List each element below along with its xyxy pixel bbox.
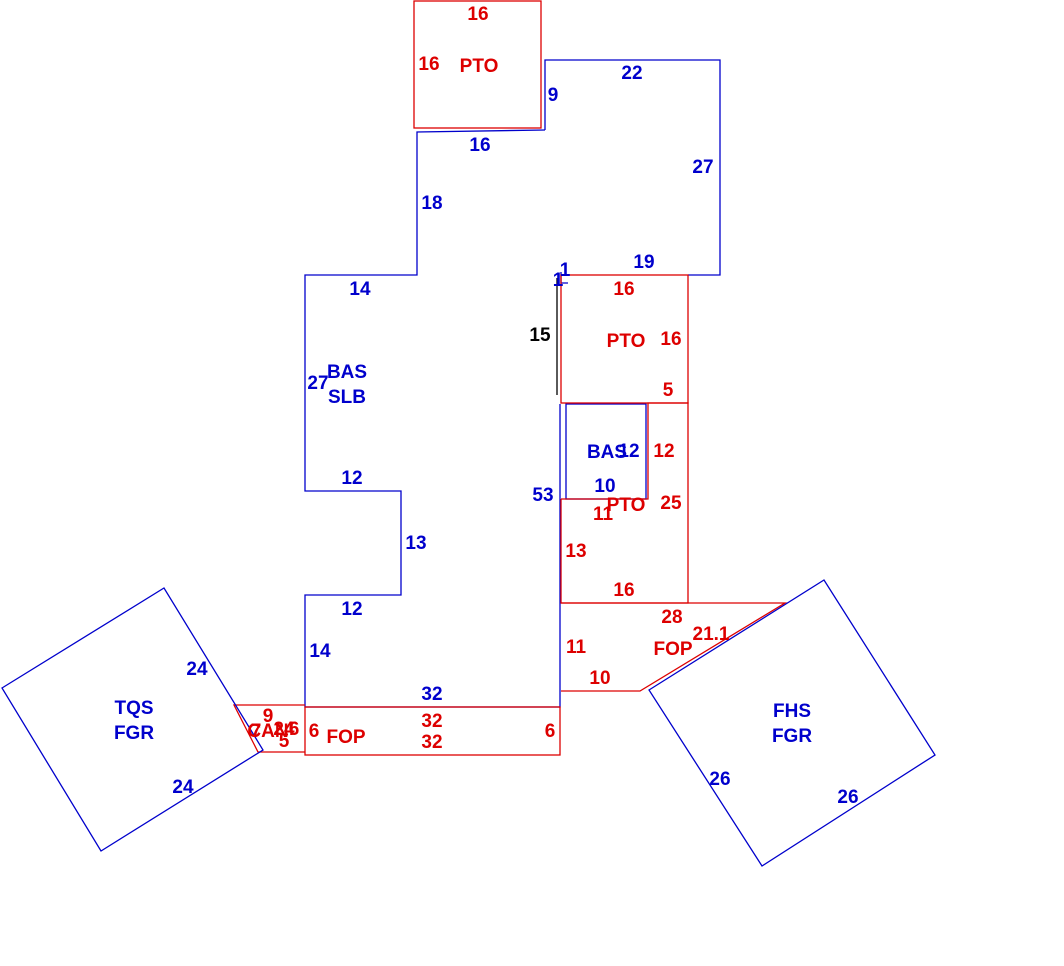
pto-top-dim-top: 16 xyxy=(467,4,488,25)
fhs-code-line1: FHS xyxy=(773,701,811,722)
fop-bottom-dim-bottom: 32 xyxy=(421,732,442,753)
can-outline xyxy=(232,704,305,753)
pto-mid-dim-right: 25 xyxy=(660,493,682,514)
can-dim-right: 6 xyxy=(289,719,300,740)
pto-mid-dim-top: 11 xyxy=(593,504,614,525)
tqs-dim-b: 24 xyxy=(172,777,194,798)
fop-right-dim-top: 28 xyxy=(661,607,682,628)
bas-main-outline xyxy=(544,59,721,276)
fop-bottom-dim-right: 6 xyxy=(545,721,556,742)
bas-dim-right-upper: 27 xyxy=(692,157,713,178)
can-dim-extra: 24 xyxy=(273,719,295,740)
can-dim-top: 9 xyxy=(263,706,274,727)
bas-dim-inner-left: 53 xyxy=(532,485,553,506)
bas-code-line2: SLB xyxy=(328,387,366,408)
fhs-dim-b: 26 xyxy=(837,787,858,808)
bas-dim-notch-side: 13 xyxy=(405,533,426,554)
tqs-dim-a: 24 xyxy=(186,659,208,680)
fop-right-dim-bottom: 10 xyxy=(589,668,610,689)
bas-dim-bottom: 32 xyxy=(421,684,442,705)
bas-code-line1: BAS xyxy=(327,362,367,383)
tqs-garage-outline xyxy=(1,587,264,852)
pto-right-code: PTO xyxy=(607,331,646,352)
fop-right-code: FOP xyxy=(653,639,692,660)
fhs-code-line2: FGR xyxy=(772,726,812,747)
can-dim-left: 7 xyxy=(251,721,262,742)
bas-dim-notch-top: 12 xyxy=(341,468,362,489)
bas-small-code: BAS xyxy=(587,442,627,463)
tqs-code-line2: FGR xyxy=(114,723,154,744)
fop-right-outline xyxy=(561,602,788,692)
pto-right-dim-top: 16 xyxy=(613,279,634,300)
pto-mid-dim-right-inner: 12 xyxy=(653,441,674,462)
bas-dim-step-top: 14 xyxy=(349,279,371,300)
bas-main-outline-left xyxy=(304,129,561,708)
bas-dim-jog-a: 1 xyxy=(560,260,571,281)
fop-right-dim-left: 11 xyxy=(566,637,587,658)
bas-dim-shoulder: 19 xyxy=(633,252,654,273)
bas-dim-top-right: 22 xyxy=(621,63,642,84)
can-dim-bottom: 5 xyxy=(279,731,290,752)
fop-right-dim-diagonal: 21.1 xyxy=(693,624,730,645)
fhs-garage-outline xyxy=(648,579,936,867)
pto-right-dim-bottom: 5 xyxy=(663,380,674,401)
pto-top-outline xyxy=(413,0,542,129)
pto-right-outline xyxy=(560,274,689,404)
tqs-code-line1: TQS xyxy=(114,698,153,719)
bas-small-dim-right: 12 xyxy=(618,441,639,462)
fop-bottom-dim-top: 32 xyxy=(421,711,442,732)
fop-bottom-outline xyxy=(304,706,561,756)
pto-top-code: PTO xyxy=(460,56,499,77)
bas-dim-jog-b: 1 xyxy=(553,270,564,291)
bas-dim-notch: 9 xyxy=(548,85,559,106)
can-code: CAN xyxy=(247,721,288,742)
bas-small-dim-bottom: 10 xyxy=(594,476,615,497)
bas-dim-left-upper: 27 xyxy=(307,373,328,394)
bas-dim-notch-bottom: 12 xyxy=(341,599,362,620)
bas-dim-upper-left: 18 xyxy=(421,193,442,214)
pto-right-dim-right: 16 xyxy=(660,329,681,350)
bas-dim-left-lower: 14 xyxy=(309,641,331,662)
fop-bottom-code: FOP xyxy=(326,727,365,748)
fhs-dim-a: 26 xyxy=(709,769,730,790)
pto-mid-code: PTO xyxy=(607,495,646,516)
pto-top-dim-left: 16 xyxy=(418,54,439,75)
extra-line-label: 15 xyxy=(529,325,551,346)
fop-bottom-dim-left: 6 xyxy=(309,721,320,742)
bas-dim-upper-bottom: 16 xyxy=(469,135,490,156)
pto-mid-dim-left: 13 xyxy=(565,541,586,562)
pto-mid-dim-bottom: 16 xyxy=(613,580,634,601)
